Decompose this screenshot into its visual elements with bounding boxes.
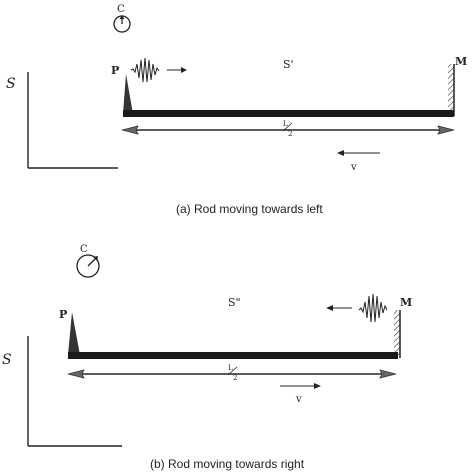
source-p-b <box>68 312 80 355</box>
length-den-b: 2 <box>233 374 237 382</box>
source-p-label-a: P <box>111 64 119 77</box>
rod-a <box>123 110 454 117</box>
length-den-a: 2 <box>288 130 292 138</box>
length-arrow-a <box>121 125 455 135</box>
frame-s-label-a: S <box>6 76 16 92</box>
mirror-m-label-a: M <box>455 55 467 68</box>
length-num-b: L <box>228 364 233 372</box>
panel-b: S C P S" M <box>2 244 412 471</box>
wave-packet-a <box>130 57 160 83</box>
panel-a: S C P S' M <box>6 4 467 216</box>
clock-icon-a <box>113 15 131 33</box>
caption-b: (b) Rod moving towards right <box>150 457 305 471</box>
frame-s-label-b: S <box>2 352 12 368</box>
source-p-a <box>123 74 133 114</box>
length-arrow-b <box>67 369 397 379</box>
wave-packet-b <box>358 293 388 323</box>
clock-label-a: C <box>117 4 125 15</box>
velocity-arrow-right-b <box>280 383 321 389</box>
length-label-a: L 2 <box>282 120 292 138</box>
moving-frame-label-a: S' <box>283 58 294 71</box>
velocity-label-a: v <box>350 162 357 173</box>
mirror-m-b <box>394 310 401 358</box>
frame-s-axes-a <box>27 72 118 169</box>
clock-icon-b <box>76 254 100 278</box>
velocity-label-b: v <box>295 394 302 405</box>
length-num-a: L <box>283 120 288 128</box>
mirror-m-label-b: M <box>400 296 412 309</box>
pulse-arrow-left-b <box>326 305 352 311</box>
clock-label-b: C <box>80 244 88 255</box>
frame-s-axes-b <box>27 336 122 447</box>
length-label-b: L 2 <box>227 364 237 382</box>
rod-b <box>68 352 398 359</box>
moving-frame-label-b: S" <box>228 296 241 309</box>
velocity-arrow-left-a <box>337 150 380 156</box>
pulse-arrow-right-a <box>167 67 187 73</box>
mirror-m-a <box>448 64 455 116</box>
caption-a: (a) Rod moving towards left <box>176 202 323 216</box>
source-p-label-b: P <box>59 308 67 321</box>
